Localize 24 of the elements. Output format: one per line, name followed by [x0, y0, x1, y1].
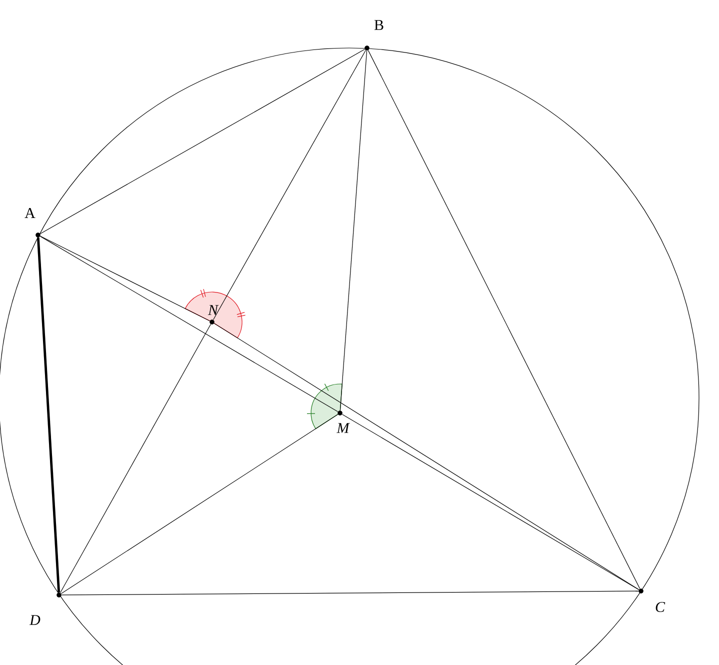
point-label: C	[656, 602, 666, 612]
line-segment	[40, 236, 338, 412]
line-segment	[40, 236, 210, 322]
point	[56, 592, 62, 598]
line-segment	[61, 590, 639, 596]
point	[364, 46, 370, 50]
point	[638, 588, 644, 594]
line-segment	[214, 323, 640, 590]
line-segment	[340, 50, 368, 411]
line-segment	[368, 50, 640, 589]
point-label: N	[208, 305, 219, 315]
point-label: D	[29, 615, 40, 625]
line-segment	[60, 414, 338, 594]
point	[210, 320, 214, 324]
line-segment	[36, 238, 60, 592]
line-segment	[40, 48, 366, 234]
point	[36, 232, 40, 238]
point-label: M	[336, 423, 350, 433]
point-label: A	[24, 208, 36, 218]
point-label: B	[374, 20, 384, 30]
line-segment	[60, 324, 212, 594]
line-segment	[212, 50, 366, 320]
line-segment	[342, 414, 640, 590]
point	[338, 410, 342, 416]
